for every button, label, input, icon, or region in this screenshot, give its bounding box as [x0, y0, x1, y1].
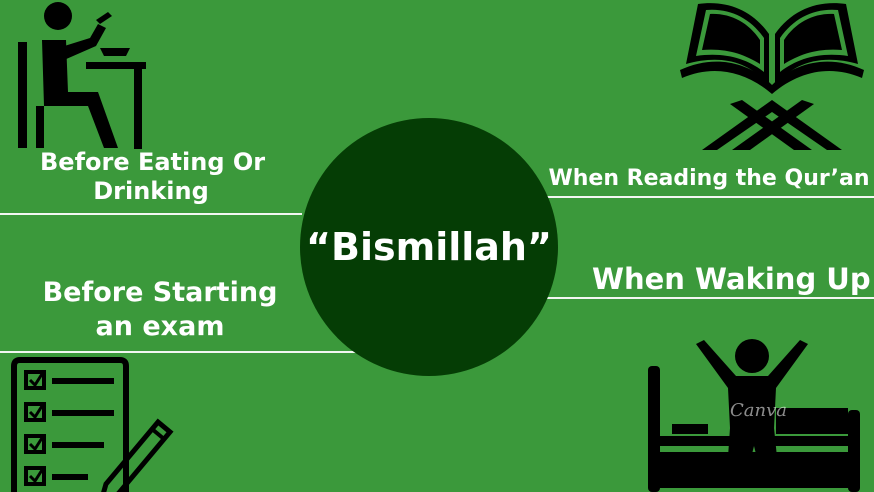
center-circle: “Bismillah”: [300, 118, 558, 376]
checklist-pencil-icon: [11, 357, 174, 492]
divider-exam: [0, 351, 358, 353]
label-quran: When Reading the Qur’an: [548, 166, 870, 191]
center-title: “Bismillah”: [306, 225, 552, 269]
label-waking: When Waking Up: [592, 262, 871, 296]
divider-quran: [542, 196, 874, 198]
label-eating: Before Eating Or Drinking: [40, 148, 266, 207]
person-waking-in-bed-icon: [648, 339, 860, 492]
open-quran-on-stand-icon: [680, 3, 864, 150]
label-eating-line1: Before Eating Or: [40, 148, 266, 176]
label-exam-line2: an exam: [95, 310, 225, 342]
label-eating-line2: Drinking: [93, 177, 209, 206]
person-eating-icon: [18, 2, 146, 149]
divider-waking: [544, 297, 874, 299]
canva-watermark: Canva: [730, 400, 787, 421]
label-exam-line1: Before Starting: [42, 277, 278, 308]
label-exam: Before Starting an exam: [40, 276, 280, 344]
divider-eating: [0, 213, 302, 215]
